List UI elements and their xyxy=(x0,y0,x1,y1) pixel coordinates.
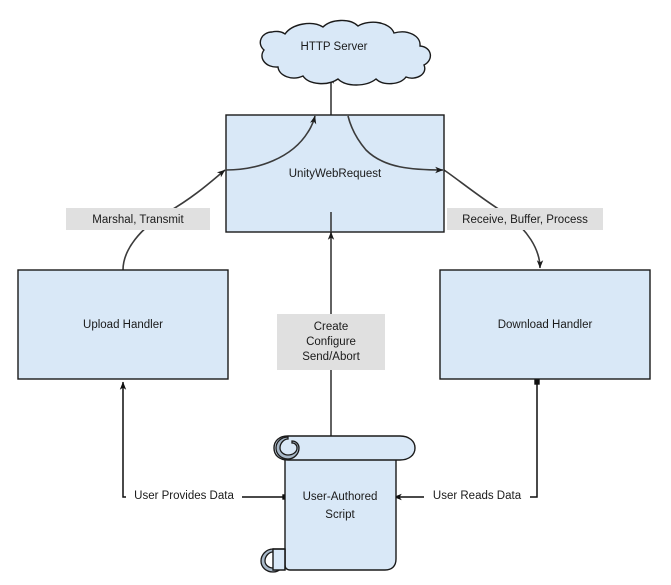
configure-text: Configure xyxy=(306,336,356,348)
script-label-line1: User-Authored xyxy=(303,491,378,503)
send-abort-text: Send/Abort xyxy=(302,351,360,363)
edge-user-provides-data xyxy=(119,381,288,500)
user-provides-data-text: User Provides Data xyxy=(134,490,234,502)
edge-inner-curves-overlay xyxy=(225,115,444,232)
create-text: Create xyxy=(314,321,349,333)
receive-buffer-process-text: Receive, Buffer, Process xyxy=(462,214,588,226)
script-label-line2: Script xyxy=(325,509,355,521)
http-server-label: HTTP Server xyxy=(301,41,368,53)
node-download-handler[interactable]: Download Handler xyxy=(439,269,651,380)
user-reads-data-text: User Reads Data xyxy=(433,490,522,502)
edge-label-create-configure-send: Create Configure Send/Abort xyxy=(277,314,385,370)
edge-label-marshal-transmit: Marshal, Transmit xyxy=(66,208,210,230)
node-http-server[interactable]: HTTP Server xyxy=(259,19,431,86)
node-unity-web-request[interactable] xyxy=(225,114,445,233)
edge-user-reads-data xyxy=(393,379,540,501)
download-handler-label: Download Handler xyxy=(498,319,593,331)
upload-handler-label: Upload Handler xyxy=(83,319,163,331)
edge-label-receive-buffer-process: Receive, Buffer, Process xyxy=(447,208,603,230)
node-upload-handler[interactable]: Upload Handler xyxy=(17,269,229,380)
node-user-authored-script[interactable]: User-Authored Script xyxy=(260,435,416,573)
marshal-transmit-text: Marshal, Transmit xyxy=(92,214,184,226)
unity-web-request-label: UnityWebRequest xyxy=(289,168,382,180)
edge-label-user-reads-data: User Reads Data xyxy=(424,486,530,506)
edge-label-user-provides-data: User Provides Data xyxy=(126,486,242,506)
